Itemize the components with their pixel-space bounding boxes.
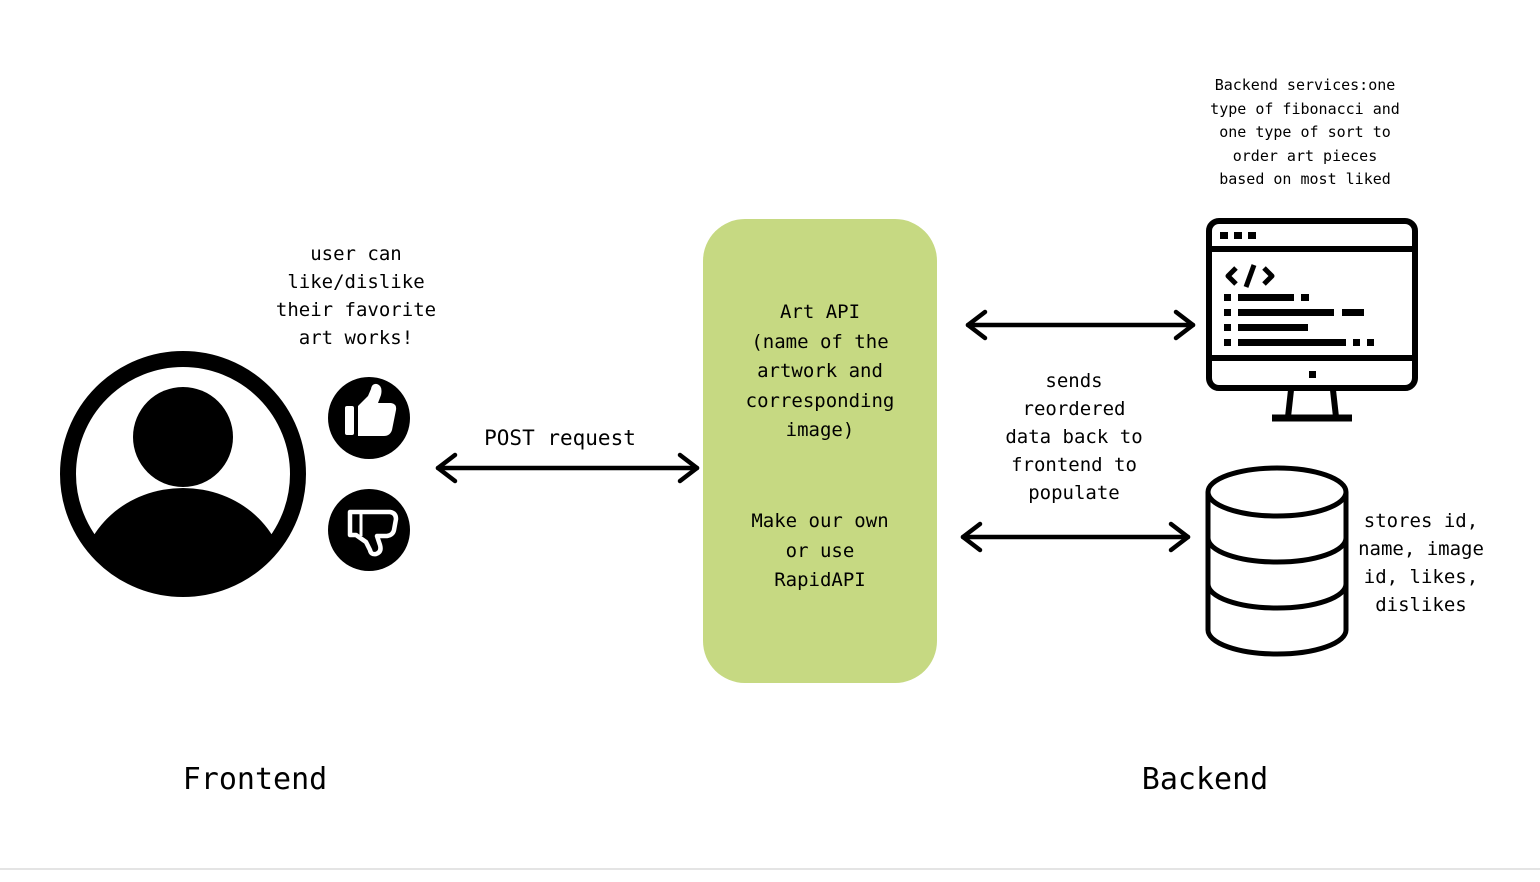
- backend-services-note: Backend services:one type of fibonacci a…: [1210, 76, 1400, 188]
- code-monitor-icon: [1206, 218, 1418, 422]
- thumbs-up-icon: [328, 377, 410, 459]
- post-request-arrow: [435, 452, 700, 484]
- services-arrow: [965, 309, 1196, 341]
- api-box-title: Art API (name of the artwork and corresp…: [745, 301, 895, 441]
- return-data-note: sends reordered data back to frontend to…: [1005, 370, 1143, 504]
- post-request-label: POST request: [484, 426, 636, 450]
- thumbs-down-icon: [328, 489, 410, 571]
- database-note: stores id, name, image id, likes, dislik…: [1358, 510, 1484, 616]
- backend-label: Backend: [1141, 762, 1269, 797]
- user-avatar-icon: [60, 351, 306, 597]
- user-note: user can like/dislike their favorite art…: [275, 243, 437, 349]
- database-arrow: [960, 521, 1191, 553]
- api-box: [703, 219, 937, 683]
- frontend-label: Frontend: [182, 762, 328, 797]
- api-box-note: Make our own or use RapidAPI: [751, 510, 889, 591]
- divider: [0, 868, 1540, 870]
- database-icon: [1205, 465, 1349, 657]
